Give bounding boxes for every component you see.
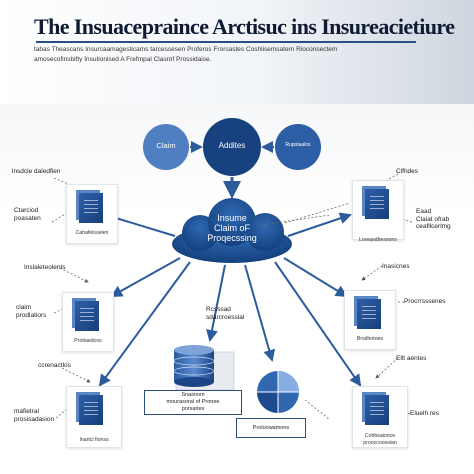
- right-label-2: Eaad Claiat ofrab ceafllcerlmg: [416, 208, 451, 230]
- left-label-6: mafietral prosisadasion: [14, 408, 55, 423]
- address-node[interactable]: [203, 118, 261, 176]
- claim-node[interactable]: [143, 124, 189, 170]
- card-left-1[interactable]: Cahafelsselen: [66, 184, 118, 244]
- document-icon: [357, 299, 381, 329]
- card-caption: Lrseasdbessons: [359, 237, 397, 243]
- right-label-1: Clfhdes: [396, 168, 419, 175]
- right-circle-label: Rupotaalos: [285, 142, 311, 148]
- left-label-5: ccrenactlos: [38, 362, 71, 369]
- database-icon: [173, 345, 235, 391]
- left-label-2: Ctarciod poasaten: [14, 207, 41, 222]
- cloud-line-3: Proqecssing: [207, 233, 257, 243]
- left-label-4: claim prodlatiors: [16, 304, 47, 319]
- cloud-title: Insume Claim oF Proqecssing: [192, 213, 272, 243]
- card-caption: Cahafelsselen: [75, 230, 109, 236]
- right-circle-node[interactable]: [275, 124, 321, 170]
- document-icon: [79, 395, 103, 425]
- title-divider: [36, 41, 416, 43]
- page-title: The Insuacepraince Arctisuc ins Insureac…: [34, 14, 455, 39]
- subtitle-line-2: amosecofinsbifty Insutionised A Frefmpal…: [34, 56, 212, 63]
- cloud-line-2: Claim oF: [213, 223, 250, 233]
- card-caption: Brsdlrotoes: [356, 336, 384, 342]
- document-icon: [365, 395, 389, 425]
- card-right-1[interactable]: Lrseasdbessons: [352, 180, 404, 243]
- card-caption-2: prooccoossian: [363, 440, 397, 446]
- left-label-1: lnsdcle daledfien: [12, 168, 61, 175]
- left-label-3: Inslaleteolents: [24, 264, 66, 271]
- card-left-3[interactable]: Inartcl fionss: [66, 386, 122, 448]
- document-icon: [75, 301, 99, 331]
- subtitle-line-1: tabas Theascans Insurcaamagesticams tarc…: [34, 46, 338, 53]
- card-caption: Proitaedcos: [74, 338, 102, 344]
- database-caption: Snasoom mourasoral of Pronee porsaries: [144, 390, 242, 415]
- claim-label: Claim: [156, 141, 176, 150]
- database-caption-line-3: porsaries: [181, 406, 205, 412]
- card-caption: Cohbsaionce: [364, 433, 396, 439]
- address-label: Addites: [218, 141, 246, 150]
- mid-label: Rcsssad sdarcroesslal: [206, 306, 245, 321]
- right-label-3: Inasicnes: [382, 263, 410, 270]
- header: The Insuacepraince Arctisuc ins Insureac…: [0, 0, 474, 104]
- claim-processing-cloud[interactable]: [172, 198, 292, 263]
- card-right-2[interactable]: Brsdlrotoes: [344, 290, 396, 350]
- database-caption-line-1: Snasoom: [181, 392, 205, 398]
- document-icon: [79, 193, 103, 223]
- right-label-4: Procrrsssenes: [404, 298, 446, 305]
- document-icon: [365, 189, 389, 219]
- right-label-5: Ellt aentes: [396, 355, 427, 362]
- globe-icon: [257, 371, 299, 413]
- right-label-6: Eluelh res: [410, 410, 439, 417]
- card-caption: Inartcl fionss: [79, 437, 109, 443]
- cloud-line-1: Insume: [217, 213, 247, 223]
- card-left-2[interactable]: Proitaedcos: [62, 292, 114, 352]
- globe-caption: Proloowamons: [236, 418, 306, 438]
- card-right-3[interactable]: Cohbsaionce prooccoossian: [352, 386, 408, 448]
- database-caption-line-2: mourasoral of Pronee: [166, 399, 220, 405]
